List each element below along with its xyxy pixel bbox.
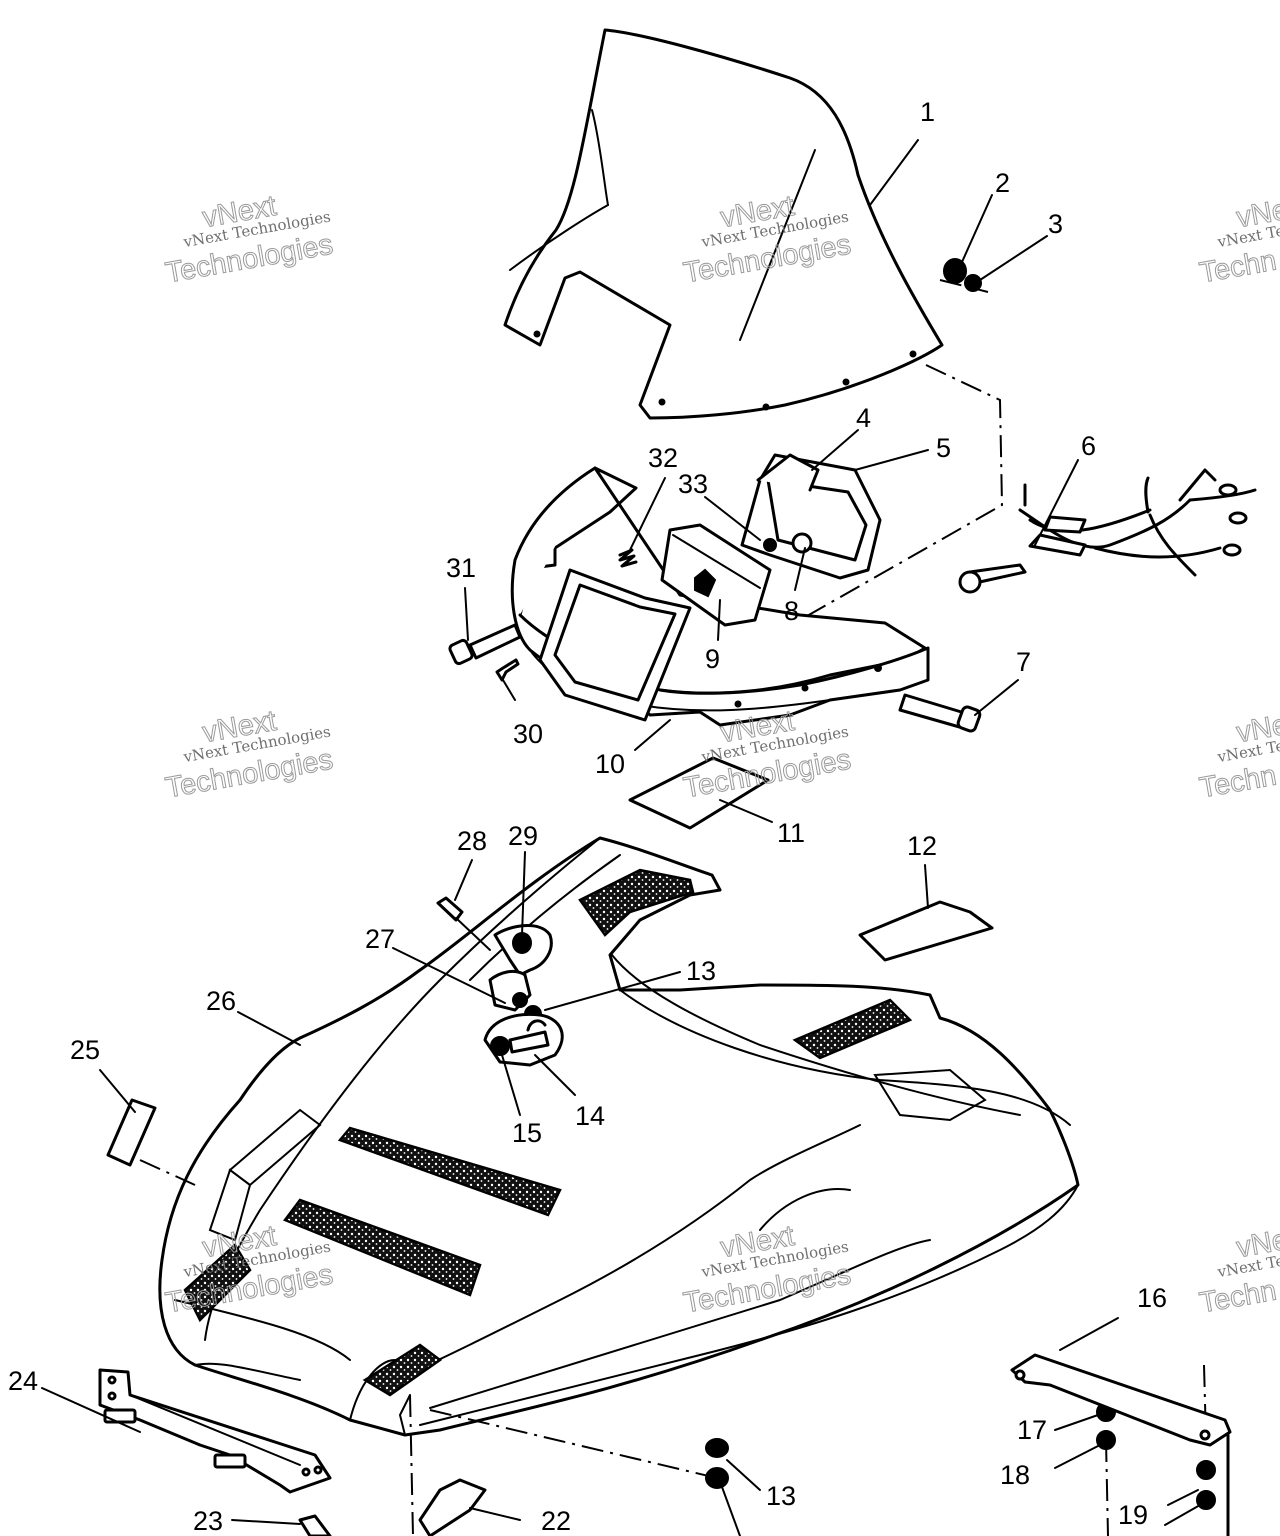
grommet-part — [943, 258, 982, 292]
leader-lines — [41, 139, 1201, 1536]
callout-11: 11 — [777, 818, 805, 848]
assembly-line — [409, 1394, 414, 1536]
assembly-line — [939, 279, 989, 293]
callout-31: 31 — [446, 553, 476, 583]
callout-12: 12 — [907, 831, 937, 861]
callout-26: 26 — [206, 986, 236, 1016]
bracket-part — [1010, 1353, 1232, 1536]
callout-29: 29 — [508, 821, 538, 851]
callout-2: 2 — [995, 168, 1010, 198]
svg-text:Techn: Techn — [1197, 1275, 1279, 1320]
assembly-line — [429, 1409, 718, 1479]
callout-19: 19 — [1118, 1500, 1148, 1530]
svg-text:Techn: Techn — [1197, 760, 1279, 805]
watermark: vNext vNext Technologies Technologies — [163, 704, 336, 805]
bumper-part — [98, 1368, 332, 1494]
callout-23: 23 — [193, 1506, 223, 1536]
callout-17: 17 — [1017, 1415, 1047, 1445]
callout-33: 33 — [678, 469, 708, 499]
decal-part — [628, 756, 994, 962]
callout-22: 22 — [541, 1506, 571, 1536]
watermark-partial: vNext vNext Te Techn — [1197, 704, 1280, 805]
callout-13-latch: 13 — [686, 956, 716, 986]
bolt-part — [448, 623, 522, 666]
callout-15: 15 — [512, 1118, 542, 1148]
callout-18: 18 — [1000, 1460, 1030, 1490]
callout-30: 30 — [513, 719, 543, 749]
headlight-bezel-part — [538, 568, 692, 722]
callout-4: 4 — [856, 403, 871, 433]
callout-6: 6 — [1081, 431, 1096, 461]
screw-part — [495, 658, 520, 682]
assembly-line — [799, 364, 1004, 621]
callout-14: 14 — [575, 1101, 605, 1131]
assembly-line — [1203, 1364, 1207, 1441]
wiring-harness-part — [958, 468, 1257, 594]
watermark: vNext vNext Technologies Technologies — [681, 704, 854, 805]
hood-part — [158, 836, 1080, 1437]
callout-labels: 1 2 3 4 5 6 7 8 9 10 11 12 13 13 14 15 1… — [8, 97, 1167, 1536]
callout-1: 1 — [920, 97, 935, 127]
watermark-partial: vNext vNext Te Techn — [1197, 189, 1280, 290]
bolt-part — [898, 693, 982, 733]
callout-10: 10 — [595, 749, 625, 779]
watermark-partial: vNext vNext Te Techn — [1197, 1219, 1280, 1320]
callout-7: 7 — [1016, 647, 1031, 677]
callout-13-bumper: 13 — [766, 1481, 796, 1511]
assembly-line — [139, 1159, 196, 1186]
assembly-line — [1105, 1439, 1109, 1536]
svg-text:Techn: Techn — [1197, 245, 1279, 290]
callout-8: 8 — [784, 596, 799, 626]
headlamp-part — [660, 523, 772, 627]
callout-5: 5 — [936, 433, 951, 463]
callout-3: 3 — [1048, 209, 1063, 239]
latch-part — [483, 924, 564, 1067]
watermark: vNext vNext Technologies Technologies — [681, 189, 854, 290]
callout-28: 28 — [457, 826, 487, 856]
callout-27: 27 — [365, 924, 395, 954]
callout-16: 16 — [1137, 1283, 1167, 1313]
headlight-housing-part — [740, 453, 882, 580]
handle-part — [106, 1098, 157, 1167]
watermark: vNext vNext Technologies Technologies — [163, 189, 336, 290]
callout-9: 9 — [705, 644, 720, 674]
handle-part — [298, 1478, 487, 1536]
callout-24: 24 — [8, 1366, 38, 1396]
callout-32: 32 — [648, 443, 678, 473]
screw-part — [436, 896, 491, 951]
callout-25: 25 — [70, 1035, 100, 1065]
windshield-part — [503, 28, 944, 420]
